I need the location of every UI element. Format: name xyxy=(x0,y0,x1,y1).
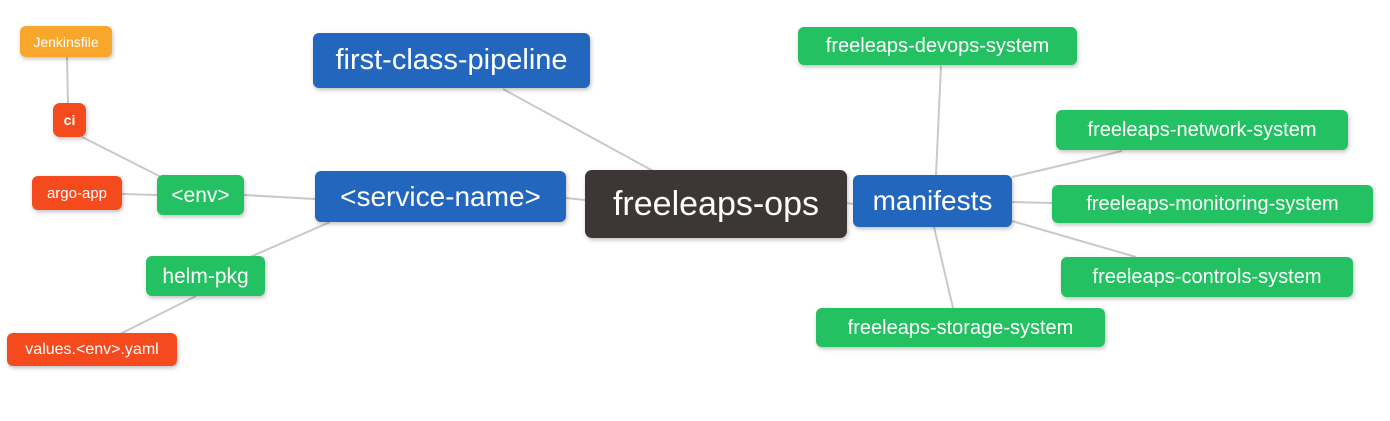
edge-first-class-pipeline-freeleaps-ops xyxy=(502,88,656,173)
node-freeleaps-storage-system[interactable]: freeleaps-storage-system xyxy=(816,308,1105,347)
edge-manifests-network-system xyxy=(1011,150,1123,178)
edge-manifests-controls-system xyxy=(1011,220,1137,258)
node-helm-pkg[interactable]: helm-pkg xyxy=(146,256,265,296)
node-first-class-pipeline[interactable]: first-class-pipeline xyxy=(313,33,590,88)
node-freeleaps-controls-system[interactable]: freeleaps-controls-system xyxy=(1061,257,1353,297)
node-freeleaps-monitoring-system[interactable]: freeleaps-monitoring-system xyxy=(1052,185,1373,223)
edge-manifests-monitoring-system xyxy=(1011,201,1053,204)
node-argo-app[interactable]: argo-app xyxy=(32,176,122,210)
edge-freeleaps-ops-manifests xyxy=(846,202,854,205)
node-ci[interactable]: ci xyxy=(53,103,86,137)
edge-manifests-devops-system xyxy=(935,65,942,176)
edge-service-name-helm-pkg xyxy=(247,221,331,259)
edge-service-name-freeleaps-ops xyxy=(565,197,586,201)
node-values-env-yaml[interactable]: values.<env>.yaml xyxy=(7,333,177,366)
edge-env-service-name xyxy=(243,194,316,200)
node-freeleaps-ops-root[interactable]: freeleaps-ops xyxy=(585,170,847,238)
node-manifests[interactable]: manifests xyxy=(853,175,1012,227)
edge-ci-env xyxy=(81,136,164,179)
node-env[interactable]: <env> xyxy=(157,175,244,215)
edge-manifests-storage-system xyxy=(933,226,954,309)
node-freeleaps-network-system[interactable]: freeleaps-network-system xyxy=(1056,110,1348,150)
node-jenkinsfile[interactable]: Jenkinsfile xyxy=(20,26,112,57)
node-freeleaps-devops-system[interactable]: freeleaps-devops-system xyxy=(798,27,1077,65)
edge-helm-pkg-values-env-yaml xyxy=(119,295,197,335)
node-service-name[interactable]: <service-name> xyxy=(315,171,566,222)
edge-argo-app-env xyxy=(121,193,158,196)
edge-jenkinsfile-ci xyxy=(66,56,69,105)
